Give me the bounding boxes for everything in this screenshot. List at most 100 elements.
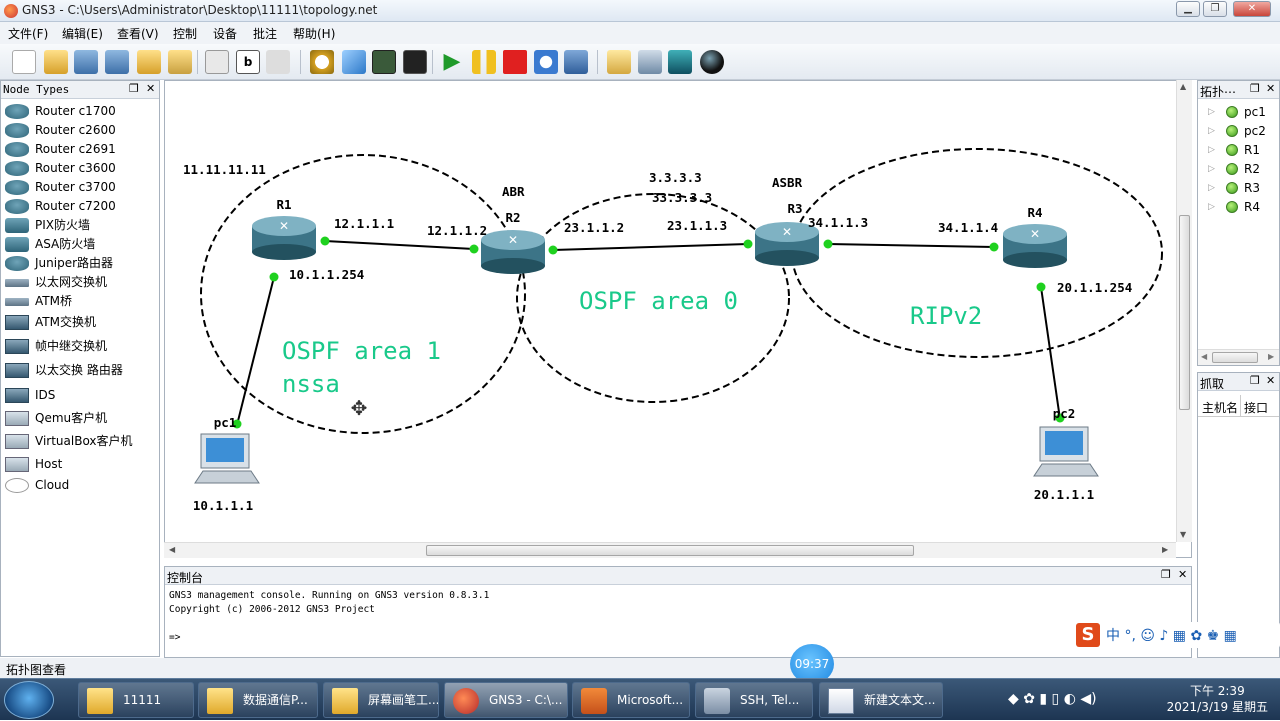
- link-r2-r3[interactable]: [552, 243, 749, 251]
- link-r1-pc1[interactable]: [236, 276, 275, 426]
- taskbar-button[interactable]: 数据通信P...: [198, 682, 318, 718]
- menu-file[interactable]: 文件(F): [8, 27, 49, 41]
- node-type-item[interactable]: Router c1700: [5, 102, 116, 121]
- vertical-scroll-thumb[interactable]: [1179, 215, 1190, 410]
- virtualbox-icon[interactable]: [564, 50, 588, 74]
- node-type-item[interactable]: 以太交换 路由器: [5, 361, 123, 380]
- ime-toolbar[interactable]: S 中 °, ☺ ♪ ▦ ✿ ♚ ▦: [1074, 622, 1280, 648]
- node-type-item[interactable]: Qemu客户机: [5, 409, 107, 428]
- node-type-item[interactable]: 以太网交换机: [5, 273, 107, 292]
- scroll-down-icon[interactable]: ▼: [1180, 530, 1187, 539]
- new-project-icon[interactable]: [12, 50, 36, 74]
- summary-item[interactable]: ▷pc2: [1208, 122, 1266, 140]
- float-console-icon[interactable]: ❐: [1161, 568, 1171, 581]
- summary-horizontal-scrollbar[interactable]: ◀ ▶: [1198, 349, 1279, 365]
- node-type-item[interactable]: 帧中继交换机: [5, 337, 107, 356]
- link-r4-pc2[interactable]: [1040, 286, 1061, 420]
- taskbar-button[interactable]: SSH, Tel...: [695, 682, 813, 718]
- taskbar-button[interactable]: 新建文本文...: [819, 682, 943, 718]
- scroll-left-icon[interactable]: ◀: [1201, 352, 1208, 361]
- preferences-icon[interactable]: [342, 50, 366, 74]
- recording-timer-badge[interactable]: 09:37: [790, 644, 834, 684]
- show-interface-labels-icon[interactable]: b: [236, 50, 260, 74]
- expand-arrow-icon[interactable]: ▷: [1208, 126, 1215, 136]
- tray-icons[interactable]: ◆ ✿ ▮ ▯ ◐ ◀): [1008, 691, 1097, 707]
- summary-item[interactable]: ▷pc1: [1208, 103, 1266, 121]
- float-capture-icon[interactable]: ❐: [1250, 374, 1260, 387]
- pause-all-icon[interactable]: [472, 50, 496, 74]
- chinese-mode-icon[interactable]: 中 °, ☺ ♪ ▦ ✿ ♚ ▦: [1106, 628, 1237, 644]
- scroll-right-icon[interactable]: ▶: [1268, 352, 1275, 361]
- minimize-button[interactable]: ▁: [1176, 1, 1200, 17]
- menu-device[interactable]: 设备: [213, 27, 238, 41]
- node-type-item[interactable]: Host: [5, 455, 62, 474]
- draw-ellipse-icon[interactable]: [700, 50, 724, 74]
- start-button[interactable]: [4, 681, 54, 719]
- insert-picture-icon[interactable]: [638, 50, 662, 74]
- summary-item[interactable]: ▷R4: [1208, 198, 1260, 216]
- summary-item[interactable]: ▷R1: [1208, 141, 1260, 159]
- taskbar-button[interactable]: 11111: [78, 682, 194, 718]
- node-type-item[interactable]: Juniper路由器: [5, 254, 113, 273]
- draw-rectangle-icon[interactable]: [668, 50, 692, 74]
- add-link-icon[interactable]: [266, 50, 290, 74]
- export-icon[interactable]: [168, 50, 192, 74]
- topology-canvas[interactable]: ✕ ✕ ✕ ✕: [164, 80, 1192, 558]
- summary-scroll-thumb[interactable]: [1212, 352, 1258, 363]
- scroll-right-icon[interactable]: ▶: [1162, 545, 1169, 554]
- expand-arrow-icon[interactable]: ▷: [1208, 145, 1215, 155]
- node-type-item[interactable]: Router c2691: [5, 140, 116, 159]
- console-output[interactable]: GNS3 management console. Running on GNS3…: [165, 585, 1191, 649]
- close-summary-icon[interactable]: ✕: [1266, 82, 1276, 95]
- canvas-horizontal-scrollbar[interactable]: ◀ ▶: [164, 542, 1176, 558]
- summary-item[interactable]: ▷R2: [1208, 160, 1260, 178]
- float-summary-icon[interactable]: ❐: [1250, 82, 1260, 95]
- node-type-item[interactable]: ATM交换机: [5, 313, 96, 332]
- router-r3[interactable]: ✕: [755, 222, 819, 266]
- snapshot-icon[interactable]: [205, 50, 229, 74]
- horizontal-scroll-thumb[interactable]: [426, 545, 914, 556]
- open-project-icon[interactable]: [44, 50, 68, 74]
- node-type-item[interactable]: PIX防火墙: [5, 216, 90, 235]
- capture-col-interface[interactable]: 接口: [1244, 401, 1269, 415]
- expand-arrow-icon[interactable]: ▷: [1208, 202, 1215, 212]
- clock-icon[interactable]: [310, 50, 334, 74]
- menu-control[interactable]: 控制: [173, 27, 198, 41]
- host-pc1[interactable]: [194, 433, 260, 484]
- reload-icon[interactable]: [534, 50, 558, 74]
- open-folder-icon[interactable]: [137, 50, 161, 74]
- taskbar-button[interactable]: 屏幕画笔工...: [323, 682, 439, 718]
- start-all-icon[interactable]: ▶: [443, 49, 461, 74]
- host-pc2[interactable]: [1033, 426, 1099, 477]
- taskbar-button[interactable]: GNS3 - C:\...: [444, 682, 568, 718]
- add-note-icon[interactable]: [607, 50, 631, 74]
- node-type-item[interactable]: VirtualBox客户机: [5, 432, 133, 451]
- menu-view[interactable]: 查看(V): [117, 27, 159, 41]
- close-button[interactable]: ✕: [1233, 1, 1271, 17]
- close-panel-icon[interactable]: ✕: [146, 82, 156, 95]
- stop-all-icon[interactable]: [503, 50, 527, 74]
- node-type-item[interactable]: Router c7200: [5, 197, 116, 216]
- node-type-item[interactable]: ATM桥: [5, 292, 72, 311]
- link-r1-r2[interactable]: [324, 240, 475, 250]
- router-r2[interactable]: ✕: [481, 230, 545, 274]
- router-r4[interactable]: ✕: [1003, 224, 1067, 268]
- node-type-item[interactable]: Cloud: [5, 476, 69, 495]
- menu-annotate[interactable]: 批注: [253, 27, 278, 41]
- expand-arrow-icon[interactable]: ▷: [1208, 107, 1215, 117]
- node-type-item[interactable]: Router c3600: [5, 159, 116, 178]
- node-type-item[interactable]: Router c3700: [5, 178, 116, 197]
- scroll-up-icon[interactable]: ▲: [1180, 82, 1187, 91]
- console-all-icon[interactable]: [372, 50, 396, 74]
- scroll-left-icon[interactable]: ◀: [169, 545, 176, 554]
- sogou-logo-icon[interactable]: S: [1076, 623, 1100, 647]
- terminal-icon[interactable]: [403, 50, 427, 74]
- router-r1[interactable]: ✕: [252, 216, 316, 260]
- menu-edit[interactable]: 编辑(E): [62, 27, 103, 41]
- node-type-item[interactable]: Router c2600: [5, 121, 116, 140]
- float-panel-icon[interactable]: ❐: [129, 82, 139, 95]
- canvas-vertical-scrollbar[interactable]: ▲ ▼: [1176, 80, 1192, 542]
- node-type-item[interactable]: ASA防火墙: [5, 235, 95, 254]
- capture-col-hostname[interactable]: 主机名: [1202, 401, 1239, 415]
- expand-arrow-icon[interactable]: ▷: [1208, 164, 1215, 174]
